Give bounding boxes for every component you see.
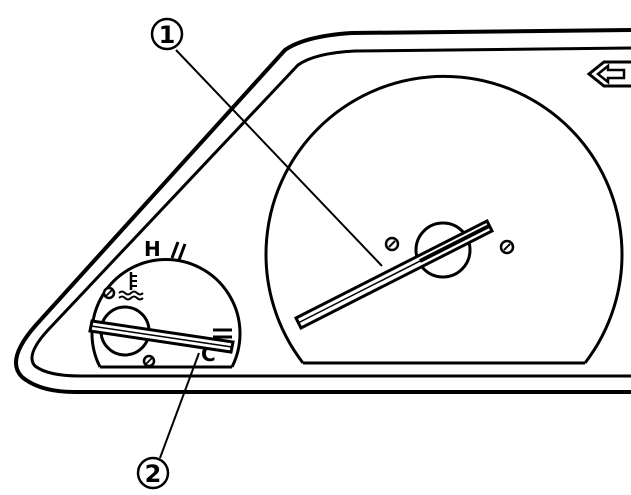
speedometer-needle xyxy=(293,218,495,331)
turn-signal-left-arrow-icon xyxy=(586,60,631,88)
callout-1: 1 xyxy=(150,17,383,267)
coolant-temperature-icon xyxy=(118,272,144,301)
callout-2-leader-line xyxy=(159,352,200,459)
cold-zone-marks xyxy=(213,328,232,339)
callout-1-leader-line xyxy=(175,49,383,267)
callout-2: 2 xyxy=(136,352,200,490)
screw-icon xyxy=(384,236,400,252)
speedometer-gauge xyxy=(264,74,624,365)
temperature-needle xyxy=(88,319,235,354)
callout-1-label: 1 xyxy=(159,21,176,49)
temperature-gauge: H C xyxy=(88,237,242,369)
temperature-hot-label: H xyxy=(144,237,161,261)
callout-2-label: 2 xyxy=(145,460,162,488)
screw-icon xyxy=(499,239,515,255)
instrument-panel-outline xyxy=(14,28,631,394)
screw-icon xyxy=(142,354,156,368)
hot-zone-marks xyxy=(170,241,187,261)
screw-icon xyxy=(102,286,116,300)
